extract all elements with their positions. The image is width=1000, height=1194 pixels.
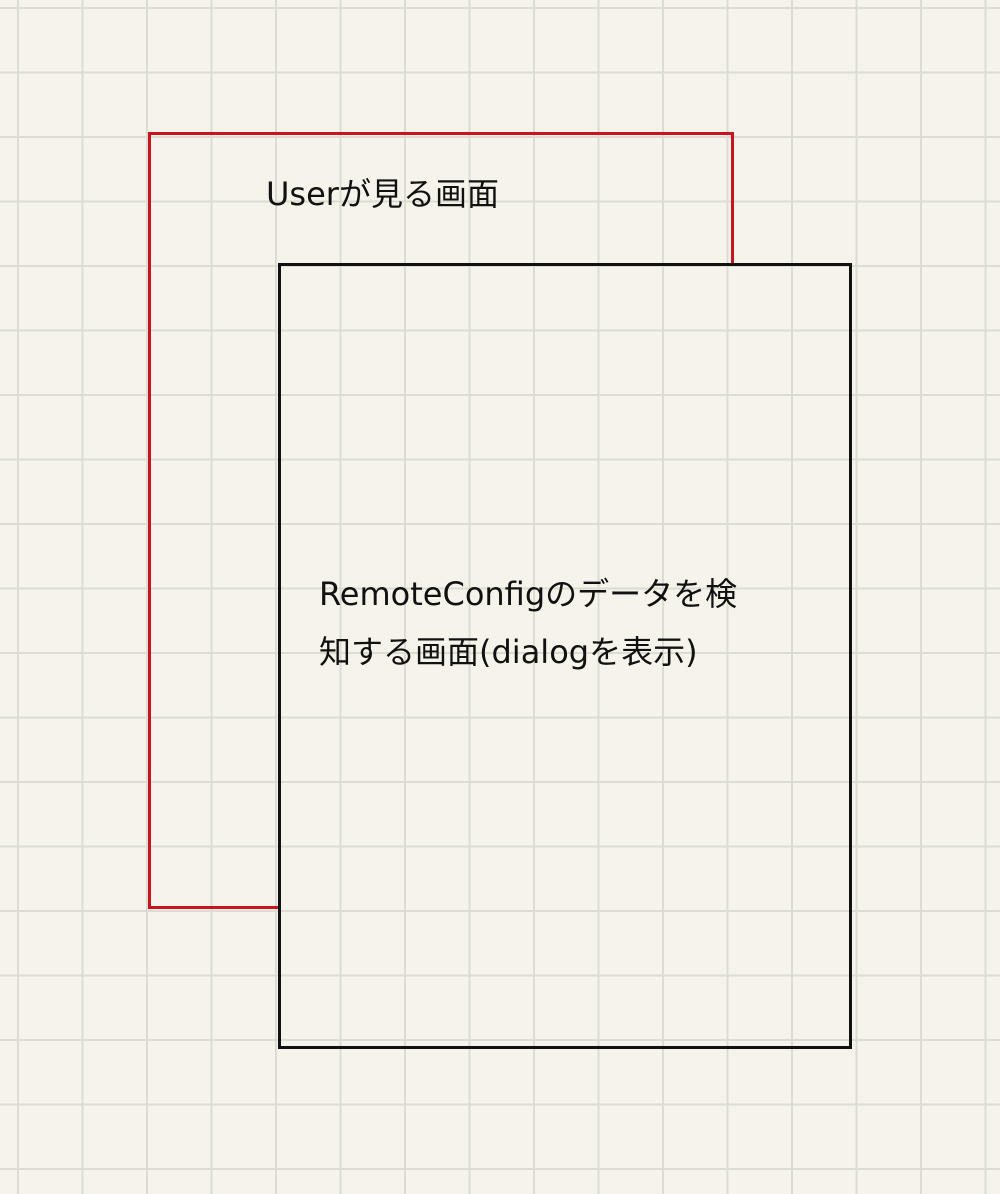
remote-config-detect-screen-label: RemoteConfigのデータを検 知する画面(dialogを表示) — [319, 565, 819, 681]
user-screen-label: Userが見る画面 — [266, 175, 499, 213]
detect-screen-label-line-1: RemoteConfigのデータを検 — [319, 575, 738, 613]
remote-config-detect-screen-frame: RemoteConfigのデータを検 知する画面(dialogを表示) — [278, 263, 852, 1049]
detect-screen-label-line-2: 知する画面(dialogを表示) — [319, 633, 698, 671]
